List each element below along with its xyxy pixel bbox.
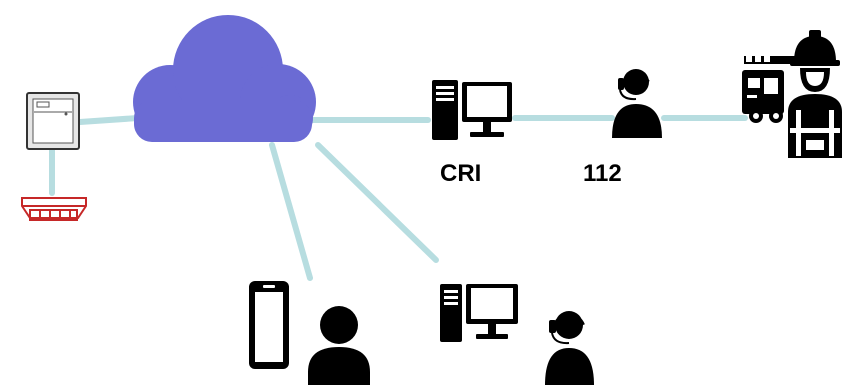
panel-icon [26, 92, 80, 150]
computer-icon [440, 284, 518, 342]
smartphone-icon [249, 281, 289, 369]
cri-label: CRI [440, 160, 482, 187]
connector-cloud-mobile [269, 142, 313, 281]
smoke-detector-icon [21, 197, 87, 221]
firefighter-icon [788, 30, 842, 158]
computer-icon [432, 80, 512, 140]
emergency-number-label: 112 [583, 160, 622, 187]
operator-headset-icon [612, 69, 662, 138]
connector-cloud-remote [315, 142, 439, 263]
cloud-icon [133, 15, 316, 142]
connector-panel-cloud [77, 115, 141, 125]
operator-headset-icon [545, 311, 594, 385]
connector-lines [49, 115, 748, 281]
fire-truck-icon [742, 56, 800, 123]
person-icon [308, 306, 370, 385]
